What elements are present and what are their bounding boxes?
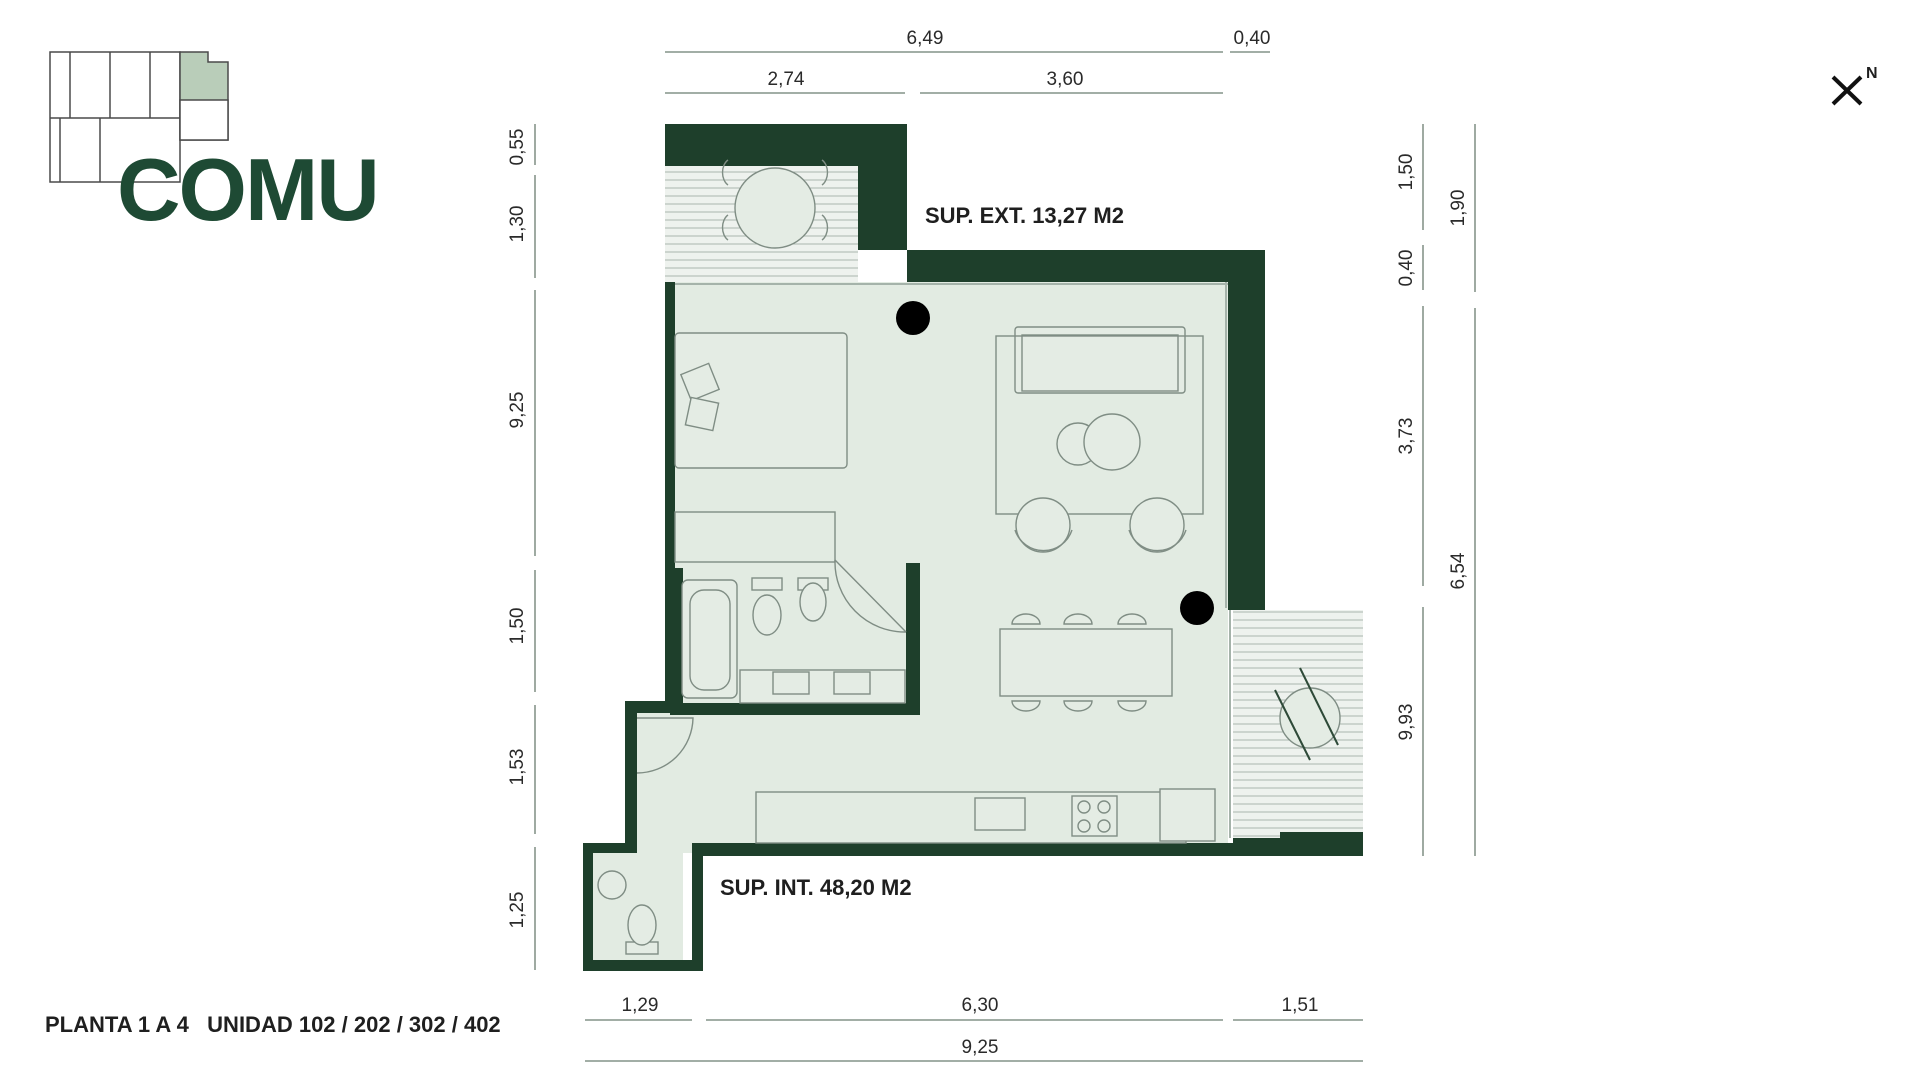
entry-door (636, 717, 694, 774)
dim-left-5: 1,53 (507, 749, 528, 786)
toilet (751, 577, 783, 591)
dim-right-inner-2: 0,40 (1396, 250, 1417, 287)
bathtub (681, 579, 738, 699)
furniture (597, 159, 1341, 955)
dim-left-3: 9,25 (507, 392, 528, 429)
interior-area-label: SUP. INT. 48,20 M2 (720, 875, 912, 900)
windows (675, 282, 1231, 838)
dim-top-total: 6,49 (907, 28, 944, 49)
dimensions-bottom: 1,29 6,30 1,51 9,25 (585, 995, 1363, 1062)
bed (674, 332, 848, 469)
exterior-area-label: SUP. EXT. 13,27 M2 (925, 203, 1124, 228)
armchair (1015, 497, 1071, 553)
dim-right-outer-1: 1,90 (1448, 190, 1469, 227)
dim-bottom-right: 1,51 (1282, 995, 1319, 1016)
rug (995, 335, 1204, 515)
dim-bottom-mid: 6,30 (962, 995, 999, 1016)
dim-left-6: 1,25 (507, 892, 528, 929)
north-label: N (1866, 65, 1878, 82)
fridge (1159, 788, 1216, 842)
building-key-plan (49, 51, 229, 183)
dim-top-right-segment: 3,60 (1047, 69, 1084, 90)
north-arrow-icon: N (1831, 65, 1878, 106)
dim-right-inner-3: 3,73 (1396, 418, 1417, 455)
terrace-top-table (734, 167, 816, 249)
dim-top-left-segment: 2,74 (768, 69, 805, 90)
dim-bottom-total: 9,25 (962, 1037, 999, 1058)
dim-left-1: 0,55 (507, 129, 528, 166)
logo-text: COMU (117, 140, 378, 239)
dim-right-inner-4: 9,93 (1396, 704, 1417, 741)
guest-basin (597, 870, 627, 900)
dim-bottom-left: 1,29 (622, 995, 659, 1016)
wardrobe (674, 511, 836, 563)
dining-table (999, 628, 1173, 697)
dim-left-2: 1,30 (507, 206, 528, 243)
dim-top-right: 0,40 (1234, 28, 1271, 49)
logo: COMU (49, 51, 380, 239)
dimensions-right: 1,50 0,40 3,73 9,93 1,90 6,54 (1396, 124, 1476, 856)
walls (583, 124, 1363, 971)
dimensions-left: 0,55 1,30 9,25 1,50 1,53 1,25 (507, 124, 536, 970)
kitchen-sink (974, 797, 1026, 831)
plan-title: PLANTA 1 A 4 UNIDAD 102 / 202 / 302 / 40… (45, 1012, 501, 1037)
dim-right-outer-2: 6,54 (1448, 552, 1469, 589)
dimensions-top: 6,49 0,40 2,74 3,60 (665, 28, 1271, 94)
vanity (739, 669, 906, 704)
dim-right-inner-1: 1,50 (1396, 154, 1417, 191)
dim-left-4: 1,50 (507, 608, 528, 645)
bathroom-door (834, 559, 907, 633)
